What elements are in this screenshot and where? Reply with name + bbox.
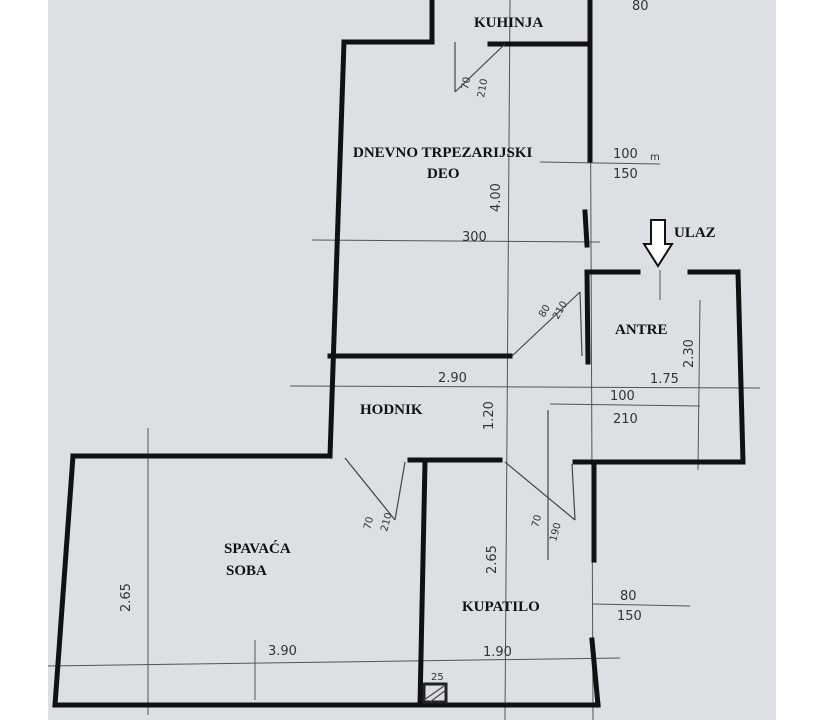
room-label-ulaz: ULAZ (674, 225, 716, 241)
room-label-dnevno-line2: DEO (427, 166, 460, 182)
dim-door-kuhinja-h: 210 (476, 78, 490, 99)
room-label-hodnik: HODNIK (360, 402, 423, 418)
dim-door-kupatilo-h: 190 (548, 521, 564, 542)
dim-door-kupatilo-w: 70 (530, 514, 544, 529)
room-label-kupatilo: KUPATILO (462, 599, 540, 615)
dim-window-kupatilo-bottom: 150 (617, 609, 642, 624)
margin-right (776, 0, 834, 720)
dim-dnevno-height: 4.00 (489, 183, 504, 212)
room-label-spavaca-line1: SPAVAĆA (224, 540, 291, 557)
dim-hodnik-height: 1.20 (482, 401, 497, 430)
dim-shaft: 25 (431, 672, 444, 683)
room-label-dnevno-line1: DNEVNO TRPEZARIJSKI (353, 145, 533, 161)
door-swings (344, 42, 583, 704)
dim-window-dnevno-top: 100 (613, 147, 638, 162)
room-label-antre: ANTRE (615, 322, 668, 338)
dim-kupatilo-height: 2.65 (485, 545, 500, 574)
dim-window-dnevno-unit: m (650, 152, 660, 163)
dim-door-ulaz-h: 210 (613, 412, 638, 427)
dim-door-spavaca-h: 210 (379, 511, 395, 532)
dim-kupatilo-width: 1.90 (483, 645, 512, 660)
dim-antre-width: 1.75 (650, 372, 679, 387)
dim-top-right: 80 (632, 0, 649, 14)
dim-door-spavaca-w: 70 (362, 516, 376, 531)
room-label-kuhinja: KUHINJA (474, 15, 543, 31)
dim-window-kupatilo-top: 80 (620, 589, 637, 604)
dim-spavaca-width: 3.90 (268, 644, 297, 659)
dim-dnevno-width: 300 (462, 230, 487, 245)
dim-door-ulaz-w: 100 (610, 389, 635, 404)
dim-hodnik-width: 2.90 (438, 371, 467, 386)
room-label-spavaca-line2: SOBA (226, 563, 267, 579)
paper-sheet (48, 0, 776, 720)
margin-left (0, 0, 48, 720)
dim-antre-height: 2.30 (682, 339, 697, 368)
dim-window-dnevno-bottom: 150 (613, 167, 638, 182)
shaft-box (422, 682, 448, 704)
walls (52, 0, 746, 708)
entrance-arrow-icon (642, 219, 674, 268)
dim-spavaca-height: 2.65 (119, 583, 134, 612)
dim-door-kuhinja-w: 70 (460, 76, 473, 90)
